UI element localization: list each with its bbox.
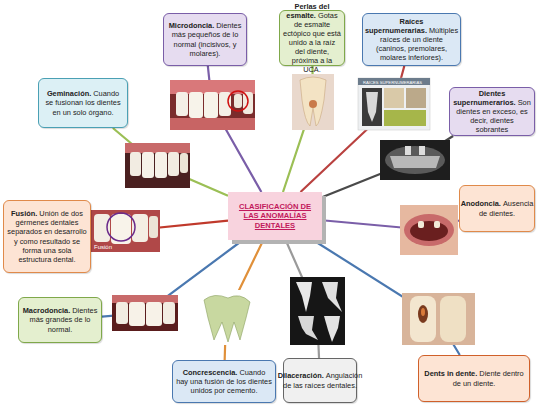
tooth-photo [292,74,334,130]
box-text: Microdoncia.Dientes más pequeños de lo n… [167,21,243,57]
category-box: Microdoncia.Dientes más pequeños de lo n… [163,13,247,66]
box-heading: Dilaceración. [278,371,324,380]
box-text: Perlas del esmalte.Gotas de esmalte ectó… [283,2,341,74]
category-box: Dientes supernumerarios.Son dientes en e… [449,87,535,136]
box-text: Dents in dente.Diente dentro de un dient… [422,369,526,387]
category-box: Anodoncia.Ausencia de dientes. [459,185,535,232]
category-box: Perlas del esmalte.Gotas de esmalte ectó… [279,10,345,66]
box-text: Macrodoncia.Dientes más grandes de lo no… [22,306,98,333]
teeth-photo [125,143,190,188]
box-text: Concrescencia.Cuando hay una fusión de l… [176,368,272,395]
connector-line [113,128,228,196]
box-text: Geminación.Cuando se fusionan los diente… [42,89,124,116]
box-heading: Concrescencia. [183,368,238,377]
category-box: Dilaceración.Angulación de las raíces de… [283,358,357,403]
mouth-photo [400,205,458,255]
box-text: Anodoncia.Ausencia de dientes. [461,199,534,217]
box-heading: Dents in dente. [424,369,477,378]
teeth-photo [112,295,178,331]
category-box: Dents in dente.Diente dentro de un dient… [418,355,530,402]
category-box: Concrescencia.Cuando hay una fusión de l… [172,360,276,403]
box-heading: Geminación. [47,89,91,98]
category-box: Geminación.Cuando se fusionan los diente… [38,78,128,128]
xray-photo [380,140,450,180]
box-text: Dientes supernumerarios.Son dientes en e… [453,89,531,134]
photo-caption: RAÍCES SUPERNUMERARIAS [363,80,422,85]
box-heading: Anodoncia. [461,199,501,208]
box-body: Gotas de esmalte ectópico que está unido… [283,11,341,74]
box-heading: Microdoncia. [169,21,215,30]
box-text: Fusión.Unión de dos gérmenes dentales se… [7,209,87,263]
box-text: Dilaceración.Angulación de las raíces de… [278,371,363,389]
central-topic-box: CLASIFICACIÓN DE LAS ANOMALÍAS DENTALES [228,192,322,240]
box-text: Raíces supernumerarias.Múltiples raíces … [365,17,458,62]
box-heading: Fusión. [11,209,37,218]
box-heading: Dientes supernumerarios. [453,89,515,107]
roots-photo [358,78,430,130]
box-text: CLASIFICACIÓN DE LAS ANOMALÍAS DENTALES [231,202,319,230]
box-body: Unión de dos gérmenes dentales separados… [7,209,86,263]
box-heading: Macrodoncia. [23,306,71,315]
box-heading: CLASIFICACIÓN DE LAS ANOMALÍAS DENTALES [239,202,311,230]
category-box: Fusión.Unión de dos gérmenes dentales se… [3,200,91,273]
box-heading: Raíces supernumerarias. [365,17,427,35]
teeth-photo [170,80,255,130]
category-box: Macrodoncia.Dientes más grandes de lo no… [18,297,102,343]
tooth-photo [290,277,345,345]
photo-caption: Fusión [94,244,112,250]
tooth-photo [402,293,475,345]
teeth-photo [90,210,160,252]
tooth-photo [198,290,255,345]
connector-line [322,136,453,197]
category-box: Raíces supernumerarias.Múltiples raíces … [362,13,461,66]
